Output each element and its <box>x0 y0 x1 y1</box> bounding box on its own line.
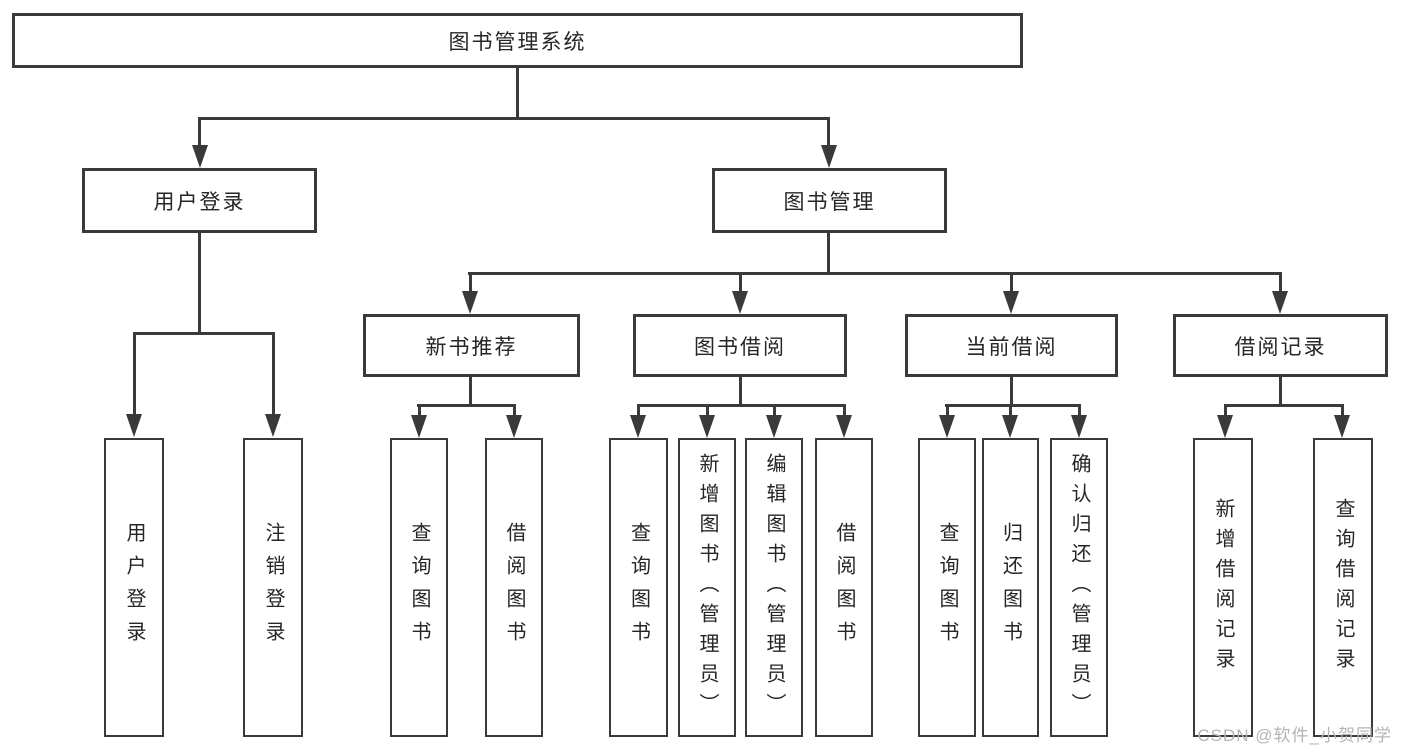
node-label: 图书借阅 <box>694 335 786 359</box>
connector-line <box>946 404 949 417</box>
connector-line <box>469 272 472 293</box>
node-borrow-books-leaf: 借阅图书 <box>815 438 873 737</box>
node-label: 新增借阅记录 <box>1212 497 1234 678</box>
connector-line <box>1279 377 1282 406</box>
connector-line <box>133 332 275 335</box>
node-user-login: 用户登录 <box>82 168 317 233</box>
arrowhead-icon <box>630 415 646 438</box>
connector-line <box>773 404 776 417</box>
node-return-books: 归还图书 <box>982 438 1039 737</box>
arrowhead-icon <box>462 291 478 314</box>
connector-line <box>513 404 516 417</box>
arrowhead-icon <box>939 415 955 438</box>
connector-line <box>1341 404 1344 417</box>
node-book-management: 图书管理 <box>712 168 947 233</box>
connector-line <box>516 68 519 120</box>
arrowhead-icon <box>1071 415 1087 438</box>
node-label: 图书管理 <box>783 190 876 214</box>
node-user-login-leaf: 用户登录 <box>104 438 164 737</box>
arrowhead-icon <box>699 415 715 438</box>
node-label: 借阅图书 <box>833 521 855 654</box>
node-add-books-admin: 新增图书（管理员） <box>678 438 736 737</box>
arrowhead-icon <box>1002 415 1018 438</box>
node-book-borrow: 图书借阅 <box>633 314 847 377</box>
node-label: 编辑图书（管理员） <box>763 452 785 723</box>
node-root-system: 图书管理系统 <box>12 13 1023 68</box>
node-new-book-recommend: 新书推荐 <box>363 314 580 377</box>
node-label: 新增图书（管理员） <box>696 452 718 723</box>
node-label: 查询借阅记录 <box>1332 497 1354 678</box>
node-label: 用户登录 <box>123 521 145 654</box>
arrowhead-icon <box>821 145 837 168</box>
connector-line <box>739 377 742 406</box>
node-label: 确认归还（管理员） <box>1068 452 1090 723</box>
arrowhead-icon <box>766 415 782 438</box>
connector-line <box>1010 272 1013 293</box>
arrowhead-icon <box>411 415 427 438</box>
arrowhead-icon <box>1217 415 1233 438</box>
connector-line <box>1279 272 1282 293</box>
node-logout-leaf: 注销登录 <box>243 438 303 737</box>
connector-line <box>1009 404 1012 417</box>
node-label: 查询图书 <box>408 521 430 654</box>
node-label: 注销登录 <box>262 521 284 654</box>
connector-line <box>133 332 136 414</box>
connector-line <box>272 332 275 414</box>
arrowhead-icon <box>192 145 208 168</box>
node-label: 当前借阅 <box>965 335 1058 359</box>
node-query-books-borrow: 查询图书 <box>609 438 668 737</box>
node-add-borrow-record: 新增借阅记录 <box>1193 438 1253 737</box>
node-borrow-books-recommend: 借阅图书 <box>485 438 543 737</box>
connector-line <box>469 377 472 406</box>
node-label: 新书推荐 <box>425 335 518 359</box>
connector-line <box>827 233 830 275</box>
arrowhead-icon <box>265 414 281 437</box>
connector-line <box>1224 404 1343 407</box>
node-label: 借阅记录 <box>1234 335 1327 359</box>
connector-line <box>945 404 1081 407</box>
connector-line <box>468 272 1282 275</box>
node-label: 图书管理系统 <box>448 30 587 54</box>
node-query-borrow-record: 查询借阅记录 <box>1313 438 1373 737</box>
arrowhead-icon <box>732 291 748 314</box>
node-borrow-records: 借阅记录 <box>1173 314 1388 377</box>
node-query-books-current: 查询图书 <box>918 438 976 737</box>
node-current-borrow: 当前借阅 <box>905 314 1118 377</box>
connector-line <box>198 117 201 147</box>
node-label: 查询图书 <box>627 521 650 654</box>
connector-line <box>417 404 516 407</box>
connector-line <box>827 117 830 147</box>
arrowhead-icon <box>1272 291 1288 314</box>
node-label: 用户登录 <box>153 190 246 214</box>
arrowhead-icon <box>126 414 142 437</box>
node-label: 归还图书 <box>999 521 1022 654</box>
node-edit-books-admin: 编辑图书（管理员） <box>745 438 803 737</box>
connector-line <box>637 404 846 407</box>
connector-line <box>739 272 742 293</box>
node-query-books-recommend: 查询图书 <box>390 438 448 737</box>
connector-line <box>706 404 709 417</box>
arrowhead-icon <box>836 415 852 438</box>
node-confirm-return-admin: 确认归还（管理员） <box>1050 438 1108 737</box>
connector-line <box>1078 404 1081 417</box>
connector-line <box>198 117 830 120</box>
connector-line <box>418 404 421 417</box>
connector-line <box>843 404 846 417</box>
node-label: 借阅图书 <box>503 521 525 654</box>
arrowhead-icon <box>1334 415 1350 438</box>
node-label: 查询图书 <box>936 521 958 654</box>
arrowhead-icon <box>506 415 522 438</box>
arrowhead-icon <box>1003 291 1019 314</box>
csdn-watermark: CSDN @软件_小贺同学 <box>1197 726 1392 745</box>
connector-line <box>1010 377 1013 406</box>
connector-line <box>637 404 640 417</box>
connector-line <box>1224 404 1227 417</box>
connector-line <box>198 233 201 335</box>
